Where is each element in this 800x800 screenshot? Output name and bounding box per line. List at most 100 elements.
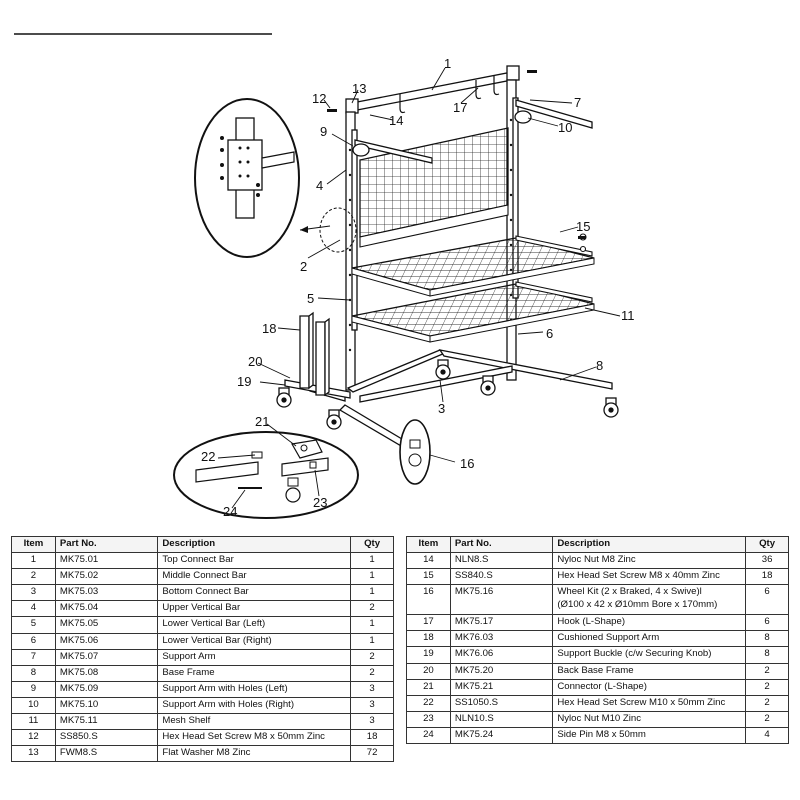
cell-qty: 8 bbox=[745, 630, 789, 648]
castors bbox=[276, 359, 619, 430]
header-item: Item bbox=[406, 535, 451, 554]
cell-part-no: MK75.20 bbox=[449, 662, 554, 680]
cell-description: Lower Vertical Bar (Left) bbox=[157, 616, 352, 634]
cell-qty: 3 bbox=[350, 680, 394, 698]
cell-description: Nyloc Nut M10 Zinc bbox=[552, 710, 747, 728]
cell-item: 4 bbox=[11, 600, 56, 618]
cell-part-no: MK75.11 bbox=[54, 713, 159, 731]
callout-15: 15 bbox=[576, 219, 590, 234]
cell-qty: 72 bbox=[350, 745, 394, 763]
cell-part-no: NLN8.S bbox=[449, 552, 554, 570]
cell-item: 20 bbox=[406, 662, 451, 680]
cell-item: 12 bbox=[11, 729, 56, 747]
cell-qty: 18 bbox=[350, 729, 394, 747]
cell-qty: 2 bbox=[350, 600, 394, 618]
callout-17: 17 bbox=[453, 100, 467, 115]
cell-qty: 2 bbox=[350, 648, 394, 666]
callout-2: 2 bbox=[300, 259, 307, 274]
callout-4: 4 bbox=[316, 178, 323, 193]
callout-20: 20 bbox=[248, 354, 262, 369]
cell-part-no: MK76.06 bbox=[449, 646, 554, 664]
cell-qty: 2 bbox=[745, 678, 789, 696]
cell-part-no: MK75.16 bbox=[449, 584, 554, 616]
cell-part-no: MK75.17 bbox=[449, 614, 554, 632]
callout-labels: 1 2 3 4 5 6 7 8 9 10 11 12 13 14 15 16 1… bbox=[201, 56, 635, 519]
callout-10: 10 bbox=[558, 120, 572, 135]
callout-21: 21 bbox=[255, 414, 269, 429]
cell-item: 16 bbox=[406, 584, 451, 616]
callout-9: 9 bbox=[320, 124, 327, 139]
cell-qty: 2 bbox=[350, 664, 394, 682]
callout-18: 18 bbox=[262, 321, 276, 336]
description-line-1: Wheel Kit (2 x Braked, 4 x Swive)l bbox=[557, 586, 702, 598]
cell-description: Back Base Frame bbox=[552, 662, 747, 680]
cell-part-no: SS1050.S bbox=[449, 694, 554, 712]
cell-qty: 6 bbox=[745, 614, 789, 632]
cell-description: Hex Head Set Screw M8 x 40mm Zinc bbox=[552, 568, 747, 586]
cell-qty: 18 bbox=[745, 568, 789, 586]
cell-item: 8 bbox=[11, 664, 56, 682]
cell-item: 15 bbox=[406, 568, 451, 586]
cell-description: Support Arm with Holes (Left) bbox=[157, 680, 352, 698]
cell-part-no: NLN10.S bbox=[449, 710, 554, 728]
cell-item: 7 bbox=[11, 648, 56, 666]
cell-description: Top Connect Bar bbox=[157, 552, 352, 570]
cell-qty: 2 bbox=[745, 662, 789, 680]
callout-11: 11 bbox=[621, 308, 635, 323]
cell-description: Flat Washer M8 Zinc bbox=[157, 745, 352, 763]
cell-qty: 36 bbox=[745, 552, 789, 570]
cell-item: 23 bbox=[406, 710, 451, 728]
header-part-no: Part No. bbox=[449, 535, 554, 554]
cell-description: Base Frame bbox=[157, 664, 352, 682]
header-item: Item bbox=[11, 535, 56, 554]
cell-description: Bottom Connect Bar bbox=[157, 584, 352, 602]
cell-qty: 1 bbox=[350, 632, 394, 650]
cell-qty: 1 bbox=[350, 616, 394, 634]
callout-13: 13 bbox=[352, 81, 366, 96]
cell-part-no: MK75.06 bbox=[54, 632, 159, 650]
table-header-row: Item Part No. Description Qty bbox=[11, 535, 394, 554]
callout-22: 22 bbox=[201, 449, 215, 464]
cell-item: 14 bbox=[406, 552, 451, 570]
cell-description: Support Arm bbox=[157, 648, 352, 666]
table-header-row: Item Part No. Description Qty bbox=[406, 535, 789, 554]
header-description: Description bbox=[552, 535, 747, 554]
callout-6: 6 bbox=[546, 326, 553, 341]
cell-description: Support Buckle (c/w Securing Knob) bbox=[552, 646, 747, 664]
cell-part-no: SS840.S bbox=[449, 568, 554, 586]
header-qty: Qty bbox=[745, 535, 789, 554]
cell-qty: 2 bbox=[745, 694, 789, 712]
cell-part-no: MK75.24 bbox=[449, 726, 554, 745]
cell-description: Connector (L-Shape) bbox=[552, 678, 747, 696]
cell-part-no: MK75.05 bbox=[54, 616, 159, 634]
detail-view-connector bbox=[173, 431, 359, 519]
header-qty: Qty bbox=[350, 535, 394, 554]
cell-qty: 1 bbox=[350, 552, 394, 570]
cell-qty: 2 bbox=[745, 710, 789, 728]
cell-part-no: MK75.04 bbox=[54, 600, 159, 618]
cell-description: Mesh Shelf bbox=[157, 713, 352, 731]
cell-part-no: MK76.03 bbox=[449, 630, 554, 648]
cell-description: Upper Vertical Bar bbox=[157, 600, 352, 618]
cell-item: 22 bbox=[406, 694, 451, 712]
hooks bbox=[399, 76, 500, 114]
shelf-support-arms bbox=[515, 233, 593, 303]
detail-view-bracket bbox=[194, 98, 357, 258]
